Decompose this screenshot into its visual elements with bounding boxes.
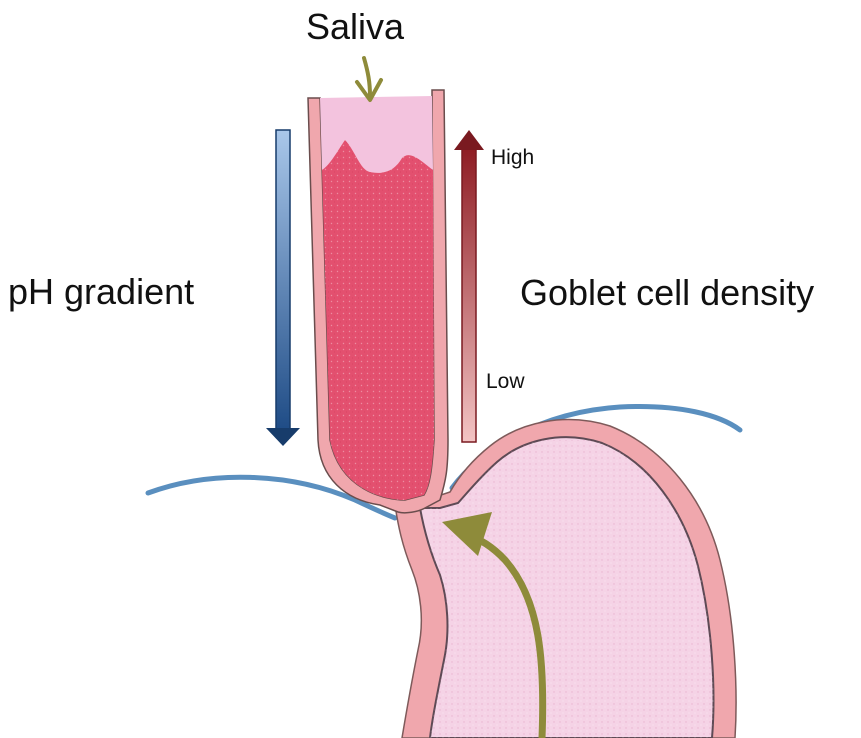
ph-gradient-label: pH gradient bbox=[8, 271, 194, 313]
low-label: Low bbox=[486, 370, 525, 394]
saliva-arrow bbox=[357, 58, 381, 100]
goblet-density-arrow bbox=[454, 130, 484, 442]
saliva-label: Saliva bbox=[306, 6, 404, 48]
ph-gradient-arrow bbox=[266, 130, 300, 446]
high-label: High bbox=[491, 146, 534, 170]
esophageal-texture bbox=[322, 140, 434, 500]
goblet-density-label: Goblet cell density bbox=[520, 272, 814, 314]
